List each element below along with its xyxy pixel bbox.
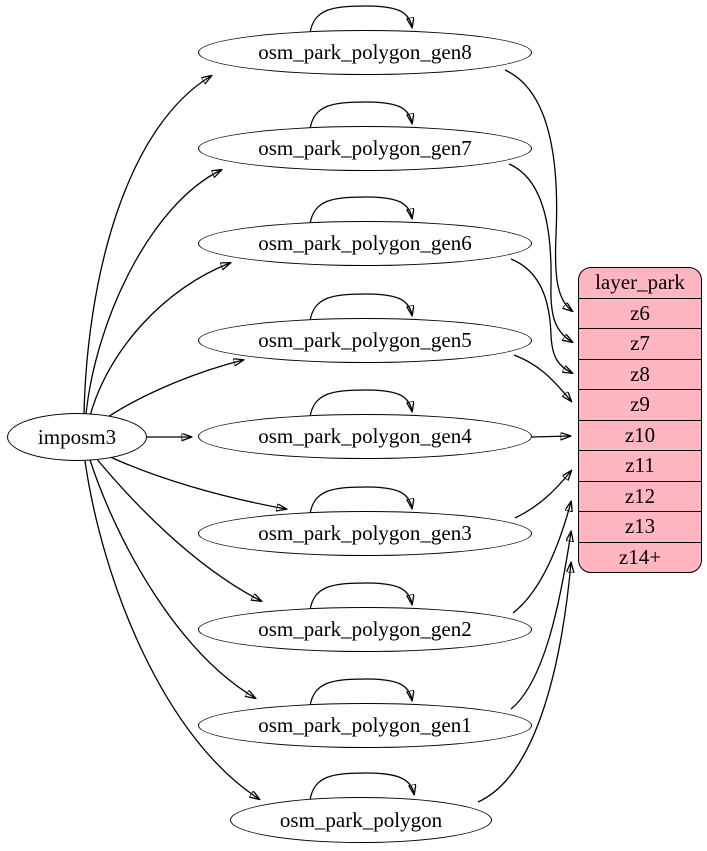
node-osm-park-polygon-gen8: osm_park_polygon_gen8 [198,30,532,75]
node-osm-park-polygon-gen3: osm_park_polygon_gen3 [198,511,532,556]
layer-park-row-z14: z14+ [618,544,662,569]
node-osm-park-polygon-gen6-label: osm_park_polygon_gen6 [258,231,472,255]
node-layer-park: layer_park z6 z7 z8 z9 z10 z11 z12 z13 z… [578,267,702,573]
node-osm-park-polygon-gen4-label: osm_park_polygon_gen4 [258,424,472,448]
layer-park-row-z8: z8 [579,360,701,390]
edge-gen4-z10 [531,436,570,437]
edge-selfloop-gen5 [309,293,412,322]
node-osm-park-polygon-gen1: osm_park_polygon_gen1 [198,703,532,748]
edge-imposm3-gen6 [89,263,230,417]
layer-park-row-z13: z13 [579,512,701,543]
edge-selfloop-gen3 [309,486,412,515]
edge-gen8-z6 [504,69,572,311]
edge-imposm3-gen1 [89,459,255,698]
edge-gen1-z13 [510,532,571,710]
edge-gen3-z11 [514,471,571,519]
node-osm-park-polygon-gen7-label: osm_park_polygon_gen7 [258,136,472,160]
node-osm-park-polygon-gen1-label: osm_park_polygon_gen1 [258,713,472,737]
edge-selfloop-gen7 [309,101,412,130]
node-osm-park-polygon-gen6: osm_park_polygon_gen6 [198,221,532,266]
edge-selfloop-gen6 [309,196,412,225]
edge-gen6-z8 [510,258,572,373]
layer-park-title: layer_park [579,268,701,299]
node-osm-park-polygon: osm_park_polygon [230,797,492,843]
edge-park-z14 [477,563,571,803]
node-osm-park-polygon-gen2-label: osm_park_polygon_gen2 [258,617,472,641]
node-imposm3-label: imposm3 [37,424,117,449]
node-osm-park-polygon-gen4: osm_park_polygon_gen4 [198,414,532,459]
layer-park-row-z12: z12 [579,482,701,512]
edge-gen2-z12 [512,502,571,614]
layer-park-row-z9: z9 [579,390,701,421]
edge-selfloop-gen4 [309,389,412,418]
node-osm-park-polygon-gen5: osm_park_polygon_gen5 [198,318,532,363]
layer-park-row-z6: z6 [579,299,701,329]
edge-gen7-z7 [508,163,572,342]
node-osm-park-polygon-gen8-label: osm_park_polygon_gen8 [258,40,472,64]
edge-imposm3-gen3 [105,454,286,509]
edge-gen5-z9 [513,354,571,401]
edge-selfloop-gen2 [309,582,412,611]
edge-imposm3-gen7 [85,170,221,415]
edge-imposm3-gen8 [83,76,211,415]
node-osm-park-polygon-gen5-label: osm_park_polygon_gen5 [258,328,472,352]
layer-park-row-z10: z10 [579,421,701,451]
edge-imposm3-park [84,460,259,799]
edge-selfloop-gen8 [309,5,412,34]
layer-park-row-z7: z7 [579,329,701,360]
layer-park-row-z11: z11 [579,451,701,482]
node-osm-park-polygon-gen2: osm_park_polygon_gen2 [198,607,532,652]
edge-selfloop-park [309,772,414,801]
edge-imposm3-gen2 [95,457,261,601]
edge-imposm3-gen5 [101,360,243,422]
node-osm-park-polygon-label: osm_park_polygon [279,807,443,832]
node-osm-park-polygon-gen3-label: osm_park_polygon_gen3 [258,521,472,545]
node-osm-park-polygon-gen7: osm_park_polygon_gen7 [198,126,532,171]
edge-selfloop-gen1 [309,678,412,707]
node-imposm3: imposm3 [7,413,147,461]
